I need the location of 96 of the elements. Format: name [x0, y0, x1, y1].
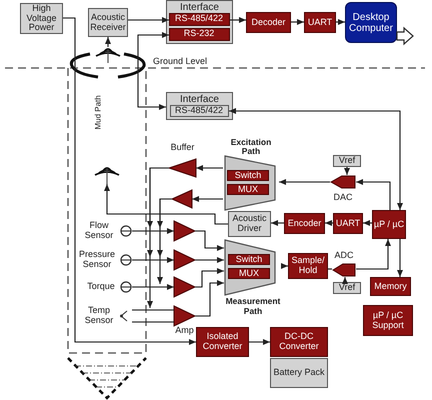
- box-label: Decoder: [251, 18, 286, 28]
- box-label: Switch: [234, 170, 262, 180]
- path-heading: Measurement Path: [224, 297, 282, 316]
- arrow: [196, 165, 223, 171]
- box-label: Memory: [374, 282, 407, 292]
- arrow: [104, 184, 228, 225]
- box-label: µP / µC Support: [371, 310, 405, 330]
- arrow: [271, 220, 284, 226]
- process-box: [284, 213, 325, 234]
- process-box: [270, 327, 328, 357]
- block-arrow: [396, 26, 414, 46]
- box-label: UART: [336, 218, 360, 228]
- arrow: [230, 17, 246, 23]
- box-label: RS-232: [184, 29, 214, 39]
- box-label: High Voltage Power: [25, 4, 58, 34]
- arrow: [195, 268, 224, 288]
- component-label: Amp: [174, 326, 195, 336]
- arrow: [195, 257, 224, 263]
- arrow: [336, 19, 345, 25]
- arrow: [291, 19, 304, 25]
- box-label: Vref: [338, 283, 356, 293]
- box-label: Acoustic Driver: [231, 214, 268, 234]
- process-box: [227, 170, 269, 181]
- process-box: [88, 8, 128, 37]
- arrow: [363, 220, 372, 226]
- arrow: [281, 263, 288, 269]
- box-label: Acoustic Receiver: [89, 12, 127, 32]
- arrow: [356, 179, 391, 210]
- process-box: [333, 213, 363, 234]
- box-label: µP / µC: [374, 220, 404, 230]
- box-label: Isolated Converter: [202, 332, 244, 352]
- arrow: [128, 17, 169, 23]
- box-label: UART: [308, 18, 332, 28]
- sensor-label: Pressure Sensor: [78, 250, 116, 270]
- arrow: [344, 167, 350, 175]
- arrow: [229, 108, 403, 210]
- box-label: MUX: [239, 268, 259, 278]
- component-label: ADC: [333, 251, 354, 261]
- sensor-label: Flow Sensor: [84, 221, 114, 241]
- process-box: [227, 184, 269, 195]
- process-box: [196, 327, 249, 357]
- interface-panel: [166, 92, 233, 120]
- interface-panel: [166, 0, 233, 44]
- arrow: [137, 32, 169, 110]
- arrow: [325, 220, 333, 226]
- box-label: DC-DC Converter: [278, 332, 320, 352]
- box-label: RS-485/422: [174, 106, 224, 116]
- process-box: [363, 305, 413, 336]
- arrow: [147, 167, 169, 308]
- arrow: [356, 239, 391, 270]
- arrow: [132, 284, 174, 290]
- process-box: [228, 268, 270, 279]
- box-label: Battery Pack: [273, 368, 325, 378]
- process-box: [246, 12, 291, 33]
- box-label: RS-485/422: [174, 14, 224, 24]
- arrow: [195, 230, 224, 251]
- box-label: Switch: [236, 254, 262, 264]
- box-label: Sample/ Hold: [290, 256, 326, 276]
- arrow: [192, 196, 223, 202]
- component-label: Buffer: [170, 143, 196, 153]
- arrow: [195, 280, 224, 317]
- process-box: [333, 282, 361, 294]
- process-box: [20, 3, 63, 34]
- process-box: [333, 155, 361, 167]
- arrow: [132, 228, 174, 234]
- process-box: [345, 2, 397, 43]
- box-label: MUX: [238, 184, 258, 194]
- panel-heading: Interface: [179, 2, 220, 13]
- sensor-label: Torque: [86, 282, 116, 292]
- process-box: [168, 12, 230, 26]
- arrow: [397, 239, 403, 277]
- ground-level-label: Ground Level: [153, 57, 208, 67]
- mud-path-label: Mud Path: [94, 95, 104, 130]
- box-label: Vref: [338, 156, 356, 166]
- arrow: [132, 257, 174, 263]
- process-box: [168, 28, 230, 40]
- panel-heading: Interface: [179, 94, 220, 105]
- arrow: [105, 37, 111, 47]
- path-heading: Excitation Path: [230, 138, 272, 157]
- process-box: [372, 210, 406, 239]
- sensor-label: Temp Sensor: [84, 306, 114, 326]
- connector-line: [131, 309, 175, 323]
- arrow: [342, 277, 348, 284]
- box-label: Desktop Computer: [348, 12, 394, 34]
- arrow: [249, 339, 270, 345]
- arrow: [63, 17, 196, 345]
- process-box: [304, 12, 336, 33]
- process-box: [228, 254, 270, 265]
- arrow: [279, 179, 330, 185]
- process-box: [370, 277, 411, 296]
- process-box: [270, 358, 328, 388]
- connector-line: [328, 268, 332, 270]
- box-label: Encoder: [288, 218, 322, 228]
- component-label: DAC: [332, 193, 354, 203]
- arrow: [157, 198, 172, 284]
- process-box: [170, 104, 228, 116]
